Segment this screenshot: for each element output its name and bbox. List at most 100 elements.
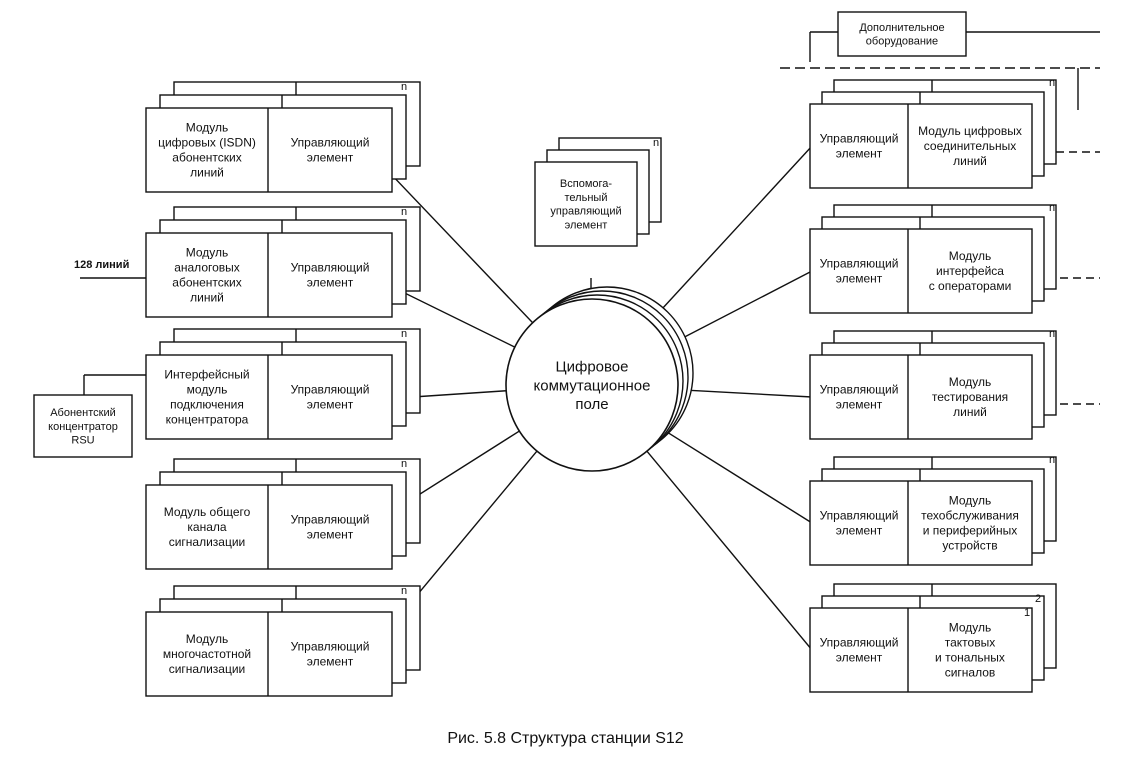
stack-2-mark: 2 bbox=[1035, 593, 1041, 605]
right-module-label: линий bbox=[953, 154, 987, 168]
rsu-label: концентратор bbox=[48, 421, 118, 433]
control-element-label: Управляющий bbox=[291, 513, 370, 527]
right-module-label: и тональных bbox=[935, 651, 1005, 665]
aux-element-label: тельный bbox=[565, 192, 608, 204]
left-module-label: абонентских bbox=[172, 151, 241, 165]
right-module-box bbox=[809, 480, 1033, 566]
spoke-line bbox=[649, 145, 813, 323]
control-element-label: Управляющий bbox=[820, 132, 899, 146]
switching-field-label: коммутационное bbox=[534, 377, 651, 394]
right-module-label: Модуль bbox=[949, 375, 992, 389]
left-module-box bbox=[145, 232, 393, 318]
left-module-label: модуль bbox=[187, 383, 228, 397]
left-module-label: цифровых (ISDN) bbox=[158, 136, 256, 150]
control-element-label: Управляющий bbox=[291, 640, 370, 654]
left-module-label: сигнализации bbox=[169, 662, 246, 676]
switching-field-label: поле bbox=[575, 396, 608, 413]
control-element-label: элемент bbox=[307, 528, 354, 542]
extra-equipment-label: оборудование bbox=[866, 36, 938, 48]
right-module-box bbox=[809, 228, 1033, 314]
stack-n-mark: n bbox=[653, 137, 659, 149]
stack-1-mark: 1 bbox=[1024, 607, 1030, 619]
control-element-label: элемент bbox=[836, 398, 883, 412]
control-element-label: элемент bbox=[836, 524, 883, 538]
aux-element-label: Вспомога- bbox=[560, 178, 612, 190]
right-module-label: Модуль bbox=[949, 494, 992, 508]
control-element-label: элемент bbox=[307, 276, 354, 290]
right-module-label: с операторами bbox=[929, 279, 1012, 293]
left-module-label: абонентских bbox=[172, 276, 241, 290]
control-element-label: Управляющий bbox=[291, 136, 370, 150]
right-module-label: Модуль bbox=[949, 621, 992, 635]
aux-control-element-box bbox=[534, 161, 638, 247]
extra-equipment-label: Дополнительное bbox=[859, 22, 944, 34]
left-module-label: сигнализации bbox=[169, 535, 246, 549]
right-module-label: сигналов bbox=[945, 666, 996, 680]
rsu-label: RSU bbox=[71, 435, 94, 447]
stack-n-mark: n bbox=[401, 81, 407, 93]
right-module-label: тестирования bbox=[932, 390, 1008, 404]
lines-128-label: 128 линий bbox=[74, 259, 129, 271]
spoke-line bbox=[646, 450, 813, 651]
right-module-label: устройств bbox=[942, 539, 997, 553]
stack-n-mark: n bbox=[401, 458, 407, 470]
control-element-label: элемент bbox=[836, 147, 883, 161]
left-module-box bbox=[145, 354, 393, 440]
left-module-box bbox=[145, 611, 393, 697]
spoke-line bbox=[677, 388, 813, 398]
stack-n-mark: n bbox=[401, 206, 407, 218]
left-module-label: Интерфейсный bbox=[164, 368, 249, 382]
left-module-label: Модуль bbox=[186, 632, 229, 646]
stack-n-mark: n bbox=[1049, 202, 1055, 214]
control-element-label: Управляющий bbox=[820, 509, 899, 523]
control-element-label: элемент bbox=[836, 651, 883, 665]
left-module-label: линий bbox=[190, 291, 224, 305]
left-module-label: канала bbox=[187, 520, 226, 534]
extra-equipment-box bbox=[837, 11, 967, 57]
stack-n-mark: n bbox=[1049, 77, 1055, 89]
left-module-box bbox=[145, 484, 393, 570]
control-element-label: Управляющий bbox=[291, 383, 370, 397]
figure-caption: Рис. 5.8 Структура станции S12 bbox=[447, 730, 684, 747]
aux-element-label: элемент bbox=[565, 219, 608, 231]
left-module-label: линий bbox=[190, 166, 224, 180]
control-element-label: элемент bbox=[307, 398, 354, 412]
right-module-label: Модуль bbox=[949, 249, 992, 263]
right-module-label: и периферийных bbox=[923, 524, 1017, 538]
right-module-label: соединительных bbox=[924, 139, 1016, 153]
control-element-label: элемент bbox=[307, 151, 354, 165]
aux-element-label: управляющий bbox=[550, 206, 621, 218]
control-element-label: элемент bbox=[836, 272, 883, 286]
right-module-box bbox=[809, 607, 1033, 693]
left-module-box bbox=[145, 107, 393, 193]
right-module-label: линий bbox=[953, 405, 987, 419]
stack-n-mark: n bbox=[1049, 328, 1055, 340]
control-element-label: Управляющий bbox=[820, 636, 899, 650]
left-module-label: концентратора bbox=[166, 413, 249, 427]
right-module-box bbox=[809, 354, 1033, 440]
control-element-label: элемент bbox=[307, 655, 354, 669]
right-module-label: техобслуживания bbox=[921, 509, 1019, 523]
control-element-label: Управляющий bbox=[820, 383, 899, 397]
left-module-label: аналоговых bbox=[174, 261, 240, 275]
stack-n-mark: n bbox=[401, 328, 407, 340]
rsu-label: Абонентский bbox=[50, 407, 116, 419]
left-module-label: Модуль bbox=[186, 121, 229, 135]
left-module-label: многочастотной bbox=[163, 647, 251, 661]
right-module-label: тактовых bbox=[945, 636, 995, 650]
switching-field-label: Цифровое bbox=[556, 359, 629, 376]
right-module-box bbox=[809, 103, 1033, 189]
right-module-label: Модуль цифровых bbox=[918, 124, 1022, 138]
right-module-label: интерфейса bbox=[936, 264, 1004, 278]
left-module-label: Модуль bbox=[186, 246, 229, 260]
spoke-line bbox=[668, 270, 813, 347]
control-element-label: Управляющий bbox=[291, 261, 370, 275]
left-module-label: подключения bbox=[170, 398, 244, 412]
switching-field-circle bbox=[505, 298, 679, 472]
control-element-label: Управляющий bbox=[820, 257, 899, 271]
rsu-concentrator-box bbox=[33, 394, 133, 458]
stack-n-mark: n bbox=[1049, 454, 1055, 466]
left-module-label: Модуль общего bbox=[164, 505, 251, 519]
